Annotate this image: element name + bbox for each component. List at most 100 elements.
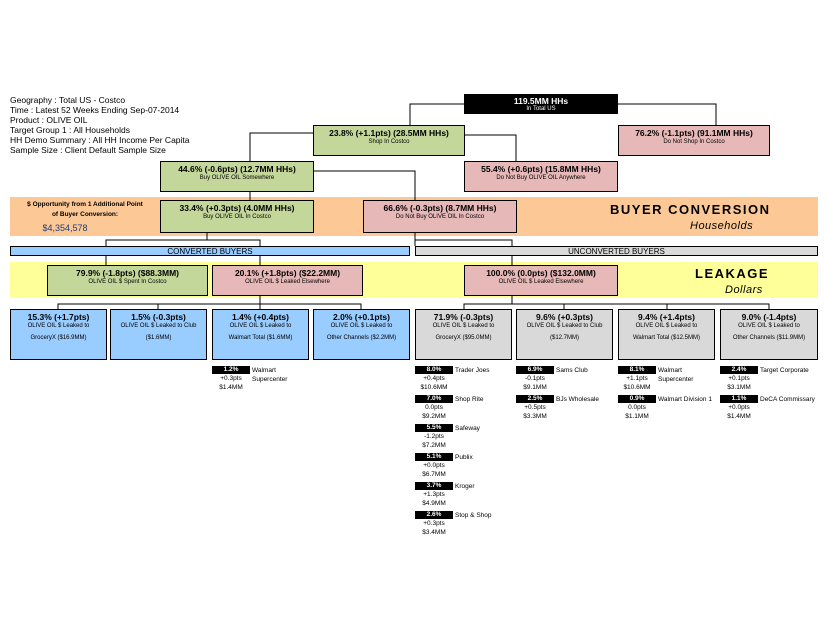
not-shop-costco-node[interactable]: 76.2% (-1.1pts) (91.1MM HHs)Do Not Shop …: [618, 125, 770, 156]
node-label: GroceryX ($95.0MM): [435, 335, 492, 341]
conv-grocery-node[interactable]: 15.3% (+1.7pts)OLIVE OIL $ Leaked to Groc…: [10, 309, 107, 360]
retailer-change: +1.1pts: [626, 375, 648, 382]
report-filters: Geography : Total US - Costco Time : Lat…: [10, 95, 190, 155]
converted-buyers-header: CONVERTED BUYERS: [10, 246, 410, 256]
retailer-name: Walmart Division 1: [658, 396, 712, 403]
retailer-name: Sams Club: [556, 367, 588, 374]
retailer-dollars: $3.4MM: [422, 529, 446, 536]
retailer-change: 0.0pts: [628, 404, 646, 411]
node-value: 33.4% (+0.3pts) (4.0MM HHs): [179, 203, 295, 213]
retailer-change: +0.1pts: [728, 375, 750, 382]
retailer-share: 7.0%: [415, 395, 453, 403]
node-label: ($1.6MM): [145, 335, 172, 341]
retailer-item[interactable]: 1.1%DeCA Commissary+0.0pts$1.4MM: [720, 395, 820, 423]
retailer-change: +0.0pts: [728, 404, 750, 411]
retailer-change: +0.3pts: [423, 520, 445, 527]
node-label: OLIVE OIL $ Leaked Elsewhere: [245, 279, 330, 285]
retailer-item[interactable]: 5.1%Publix+0.0pts$6.7MM: [415, 453, 515, 481]
retailer-name: Walmart Supercenter: [252, 367, 288, 383]
buy-somewhere-node[interactable]: 44.6% (-0.6pts) (12.7MM HHs)Buy OLIVE OI…: [160, 161, 314, 192]
retailer-share: 2.4%: [720, 366, 758, 374]
retailer-name: Publix: [455, 454, 473, 461]
retailer-dollars: $4.9MM: [422, 500, 446, 507]
retailer-item[interactable]: 2.6%Stop & Shop +0.3pts $3.4MM: [415, 511, 515, 539]
retailer-item[interactable]: 2.5%BJs Wholesale+0.5pts$3.3MM: [516, 395, 616, 423]
unconv-club-node[interactable]: 9.6% (+0.3pts)OLIVE OIL $ Leaked to Club…: [516, 309, 613, 360]
node-label: OLIVE OIL $ Leaked to: [27, 323, 90, 329]
retailer-dollars: $3.1MM: [727, 384, 751, 391]
opportunity-value: $4,354,578: [42, 223, 88, 233]
retailer-share: 8.1%: [618, 366, 656, 374]
retailer-name: DeCA Commissary: [760, 396, 815, 403]
buyer-conversion-title: BUYER CONVERSION: [610, 202, 771, 217]
retailer-dollars: $7.2MM: [422, 442, 446, 449]
retailer-item[interactable]: 8.1%Walmart Supercenter+1.1pts$10.6MM: [618, 366, 718, 394]
opportunity-callout: $ Opportunity from 1 Additional Point of…: [10, 200, 160, 233]
conv-club-node[interactable]: 1.5% (-0.3pts)OLIVE OIL $ Leaked to Club…: [110, 309, 207, 360]
retailer-share: 2.5%: [516, 395, 554, 403]
retailer-name: Stop & Shop: [455, 512, 492, 519]
opportunity-line2: of Buyer Conversion:: [51, 211, 119, 218]
filter-geography: Geography : Total US - Costco: [10, 95, 126, 105]
node-label: Walmart Total ($12.5MM): [632, 335, 701, 341]
retailer-share: 6.9%: [516, 366, 554, 374]
retailer-dollars: $3.3MM: [523, 413, 547, 420]
opportunity-line1: $ Opportunity from 1 Additional Point: [27, 201, 143, 208]
node-label: Other Channels ($11.9MM): [732, 335, 806, 341]
retailer-name: Target Corporate: [760, 367, 809, 374]
converted-leaked-node[interactable]: 20.1% (+1.8pts) ($22.2MM)OLIVE OIL $ Lea…: [212, 265, 363, 296]
node-value: 9.0% (-1.4pts): [741, 312, 797, 322]
node-label: Buy OLIVE OIL Somewhere: [199, 175, 275, 181]
retailer-item[interactable]: 5.5%Safeway-1.2pts$7.2MM: [415, 424, 515, 452]
node-label: OLIVE OIL $ Leaked to Club: [526, 323, 603, 329]
filter-time: Time : Latest 52 Weeks Ending Sep-07-201…: [10, 105, 180, 115]
not-buy-anywhere-node[interactable]: 55.4% (+0.6pts) (15.8MM HHs)Do Not Buy O…: [464, 161, 618, 192]
retailer-dollars: $9.2MM: [422, 413, 446, 420]
retailer-name: Kroger: [455, 483, 475, 490]
shop-costco-node[interactable]: 23.8% (+1.1pts) (28.5MM HHs)Shop In Cost…: [313, 125, 465, 156]
retailer-share: 2.6%: [415, 511, 453, 519]
retailer-change: +0.0pts: [423, 462, 445, 469]
retailer-name: Walmart Supercenter: [658, 367, 694, 383]
retailer-item[interactable]: 3.7%Kroger+1.3pts$4.9MM: [415, 482, 515, 510]
node-label: Shop In Costco: [368, 139, 410, 145]
retailer-name: BJs Wholesale: [556, 396, 599, 403]
retailer-item[interactable]: 1.2%Walmart Supercenter+0.3pts$1.4MM: [212, 366, 312, 394]
buy-in-costco-node[interactable]: 33.4% (+0.3pts) (4.0MM HHs)Buy OLIVE OIL…: [160, 200, 314, 233]
retailer-item[interactable]: 6.9%Sams Club-0.1pts$9.1MM: [516, 366, 616, 394]
total-us-node[interactable]: 119.5MM HHs In Total US: [464, 94, 618, 114]
node-label: GroceryX ($16.9MM): [30, 335, 87, 341]
node-label: Buy OLIVE OIL In Costco: [203, 214, 271, 220]
spent-in-costco-node[interactable]: 79.9% (-1.8pts) ($88.3MM)OLIVE OIL $ Spe…: [47, 265, 208, 296]
retailer-dollars: $9.1MM: [523, 384, 547, 391]
node-value: 79.9% (-1.8pts) ($88.3MM): [76, 268, 179, 278]
node-value: 15.3% (+1.7pts): [27, 312, 90, 322]
node-label: Walmart Total ($1.6MM): [228, 335, 293, 341]
retailer-item[interactable]: 2.4%Target Corporate +0.1pts $3.1MM: [720, 366, 820, 394]
node-label: Do Not Buy OLIVE OIL In Costco: [395, 214, 485, 220]
node-label: Do Not Buy OLIVE OIL Anywhere: [496, 175, 586, 181]
filter-sample-size: Sample Size : Client Default Sample Size: [10, 145, 166, 155]
retailer-item[interactable]: 8.0%Trader Joes+0.4pts$10.6MM: [415, 366, 515, 394]
node-label: OLIVE OIL $ Spent In Costco: [88, 279, 167, 285]
leakage-title: LEAKAGE: [695, 266, 770, 281]
node-label: Do Not Shop In Costco: [663, 139, 725, 145]
retailer-share: 3.7%: [415, 482, 453, 490]
retailer-share: 1.2%: [212, 366, 250, 374]
node-label: OLIVE OIL $ Leaked to: [432, 323, 495, 329]
node-label: OLIVE OIL $ Leaked to: [330, 323, 393, 329]
buyer-conversion-subtitle: Households: [690, 220, 754, 232]
retailer-change: 0.0pts: [425, 404, 443, 411]
not-buy-in-costco-node[interactable]: 66.6% (-0.3pts) (8.7MM HHs)Do Not Buy OL…: [363, 200, 517, 233]
node-label: OLIVE OIL $ Leaked to Club: [120, 323, 197, 329]
unconverted-leaked-node[interactable]: 100.0% (0.0pts) ($132.0MM)OLIVE OIL $ Le…: [464, 265, 618, 296]
retailer-dollars: $6.7MM: [422, 471, 446, 478]
